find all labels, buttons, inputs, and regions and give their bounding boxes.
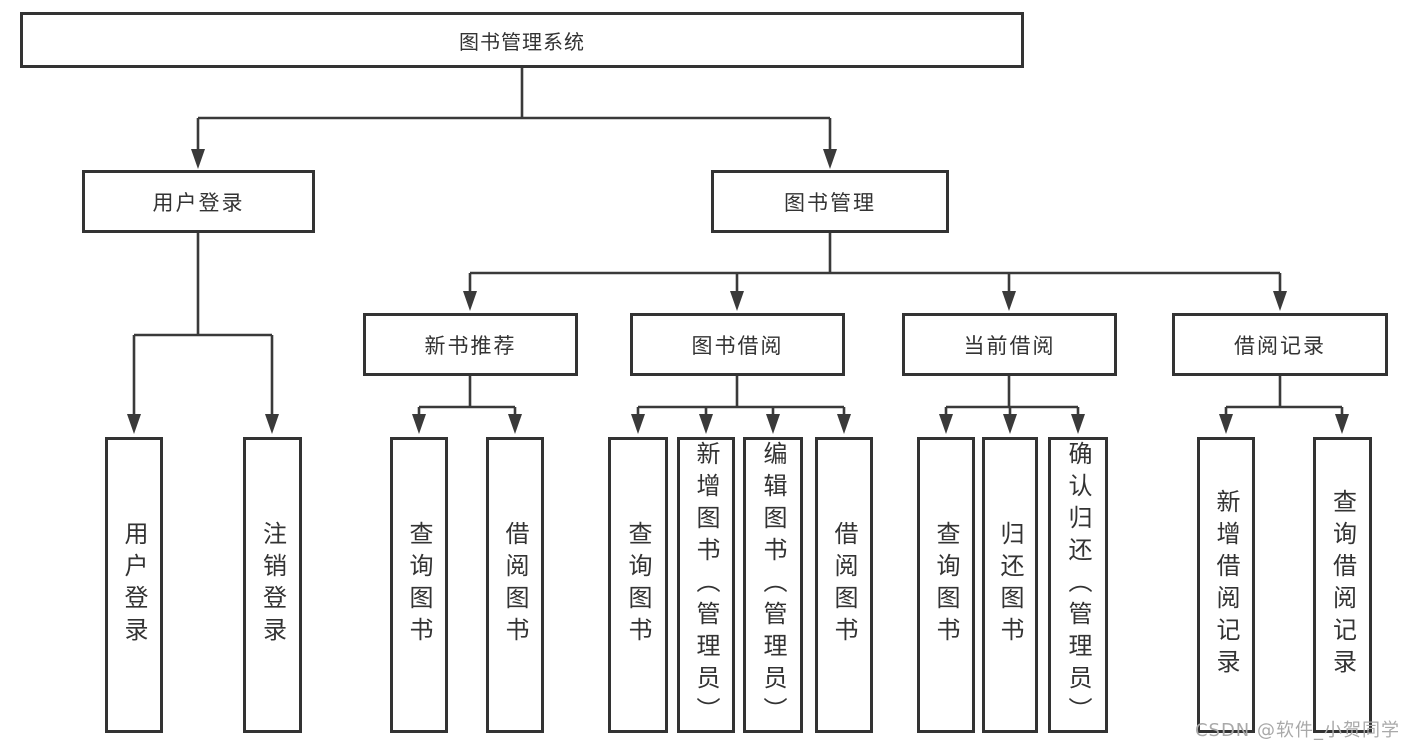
leaf-borrow-books-recommend: 借阅图书 xyxy=(486,437,544,733)
node-current-borrowing-label: 当前借阅 xyxy=(963,333,1056,358)
leaf-logout-label: 注销登录 xyxy=(258,521,287,649)
node-book-management-label: 图书管理 xyxy=(784,190,876,215)
leaf-edit-books-admin-label: 编辑图书（管理员） xyxy=(759,441,787,729)
node-book-management: 图书管理 xyxy=(711,170,949,233)
leaf-query-books-borrowing-label: 查询图书 xyxy=(624,521,652,649)
leaf-logout: 注销登录 xyxy=(243,437,302,733)
leaf-add-books-admin-label: 新增图书（管理员） xyxy=(692,441,720,729)
watermark: CSDN @软件_小贺同学 xyxy=(1194,720,1400,741)
connector-book-borrowing-to-leaves xyxy=(631,376,851,434)
node-book-borrowing-label: 图书借阅 xyxy=(691,333,784,358)
leaf-edit-books-admin: 编辑图书（管理员） xyxy=(743,437,803,733)
leaf-query-books-current-label: 查询图书 xyxy=(932,521,960,649)
node-root-label: 图书管理系统 xyxy=(459,29,585,54)
node-borrowing-records-label: 借阅记录 xyxy=(1234,333,1326,358)
leaf-query-books-recommend: 查询图书 xyxy=(390,437,448,733)
leaf-user-login-label: 用户登录 xyxy=(120,521,148,649)
leaf-query-books-recommend-label: 查询图书 xyxy=(405,521,433,649)
connector-new-book-to-leaves xyxy=(412,376,522,434)
leaf-confirm-return-admin: 确认归还（管理员） xyxy=(1048,437,1108,733)
leaf-query-borrow-record-label: 查询借阅记录 xyxy=(1328,489,1357,681)
node-book-borrowing: 图书借阅 xyxy=(630,313,845,376)
connector-borrowing-records-to-leaves xyxy=(1219,376,1349,434)
leaf-borrow-books-recommend-label: 借阅图书 xyxy=(501,521,529,649)
leaf-return-books-label: 归还图书 xyxy=(996,521,1024,649)
connector-book-management-to-level3 xyxy=(463,233,1287,311)
connector-user-login-to-leaves xyxy=(127,233,279,434)
leaf-add-books-admin: 新增图书（管理员） xyxy=(677,437,735,733)
node-user-login-label: 用户登录 xyxy=(152,190,245,215)
leaf-query-books-current: 查询图书 xyxy=(917,437,975,733)
leaf-borrow-books: 借阅图书 xyxy=(815,437,873,733)
leaf-query-books-borrowing: 查询图书 xyxy=(608,437,668,733)
leaf-user-login: 用户登录 xyxy=(105,437,163,733)
node-new-book-recommendation: 新书推荐 xyxy=(363,313,578,376)
node-root: 图书管理系统 xyxy=(20,12,1024,68)
leaf-add-borrow-record-label: 新增借阅记录 xyxy=(1212,489,1240,681)
node-new-book-recommendation-label: 新书推荐 xyxy=(424,333,517,358)
node-borrowing-records: 借阅记录 xyxy=(1172,313,1388,376)
leaf-query-borrow-record: 查询借阅记录 xyxy=(1313,437,1372,733)
connector-root-to-level2 xyxy=(191,68,837,169)
leaf-confirm-return-admin-label: 确认归还（管理员） xyxy=(1064,441,1092,729)
leaf-return-books: 归还图书 xyxy=(982,437,1038,733)
leaf-add-borrow-record: 新增借阅记录 xyxy=(1197,437,1255,733)
connector-current-borrowing-to-leaves xyxy=(939,376,1085,434)
leaf-borrow-books-label: 借阅图书 xyxy=(830,521,858,649)
node-current-borrowing: 当前借阅 xyxy=(902,313,1117,376)
node-user-login: 用户登录 xyxy=(82,170,315,233)
